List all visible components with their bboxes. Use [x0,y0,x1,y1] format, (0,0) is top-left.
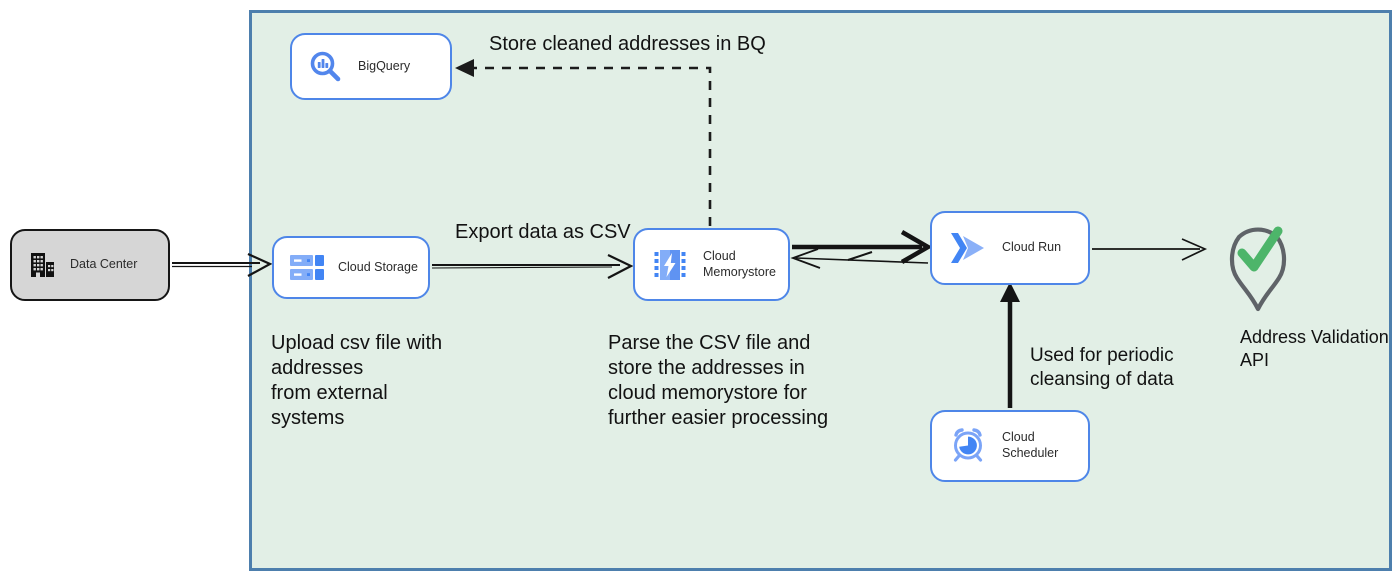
node-label: Data Center [70,257,138,272]
run-chevrons-icon [948,232,988,264]
annotation-upload-note: Upload csv file with addresses from exte… [271,332,443,429]
node-bigquery[interactable]: BigQuery [290,33,452,100]
node-label: BigQuery [358,58,411,73]
node-label: Cloud Scheduler [1002,430,1059,460]
node-cloud-run[interactable]: Cloud Run [930,211,1090,285]
node-label: Cloud Run [1002,240,1062,255]
node-address-validation-api[interactable] [1218,205,1298,315]
address-validation-api-label: Address Validation API [1240,327,1389,370]
storage-buckets-icon [290,254,324,282]
node-cloud-scheduler[interactable]: Cloud Scheduler [930,410,1090,482]
node-cloud-storage[interactable]: Cloud Storage [272,236,430,299]
annotation-store-bq: Store cleaned addresses in BQ [489,33,766,55]
gcp-boundary-box [249,10,1392,571]
node-cloud-memorystore[interactable]: Cloud Memorystore [633,228,790,301]
annotation-parse-note: Parse the CSV file and store the address… [608,332,829,429]
map-pin-checkmark-icon [1229,226,1287,312]
annotation-export-csv: Export data as CSV [455,221,631,243]
magnifier-barchart-icon [308,49,344,85]
node-data-center[interactable]: Data Center [10,229,170,301]
memory-chip-bolt-icon [651,247,689,283]
building-icon [28,251,56,279]
alarm-clock-icon [948,428,988,464]
node-label: Cloud Memorystore [703,248,776,279]
node-label: Cloud Storage [338,259,418,274]
annotation-periodic-note: Used for periodic cleansing of data [1030,345,1174,390]
